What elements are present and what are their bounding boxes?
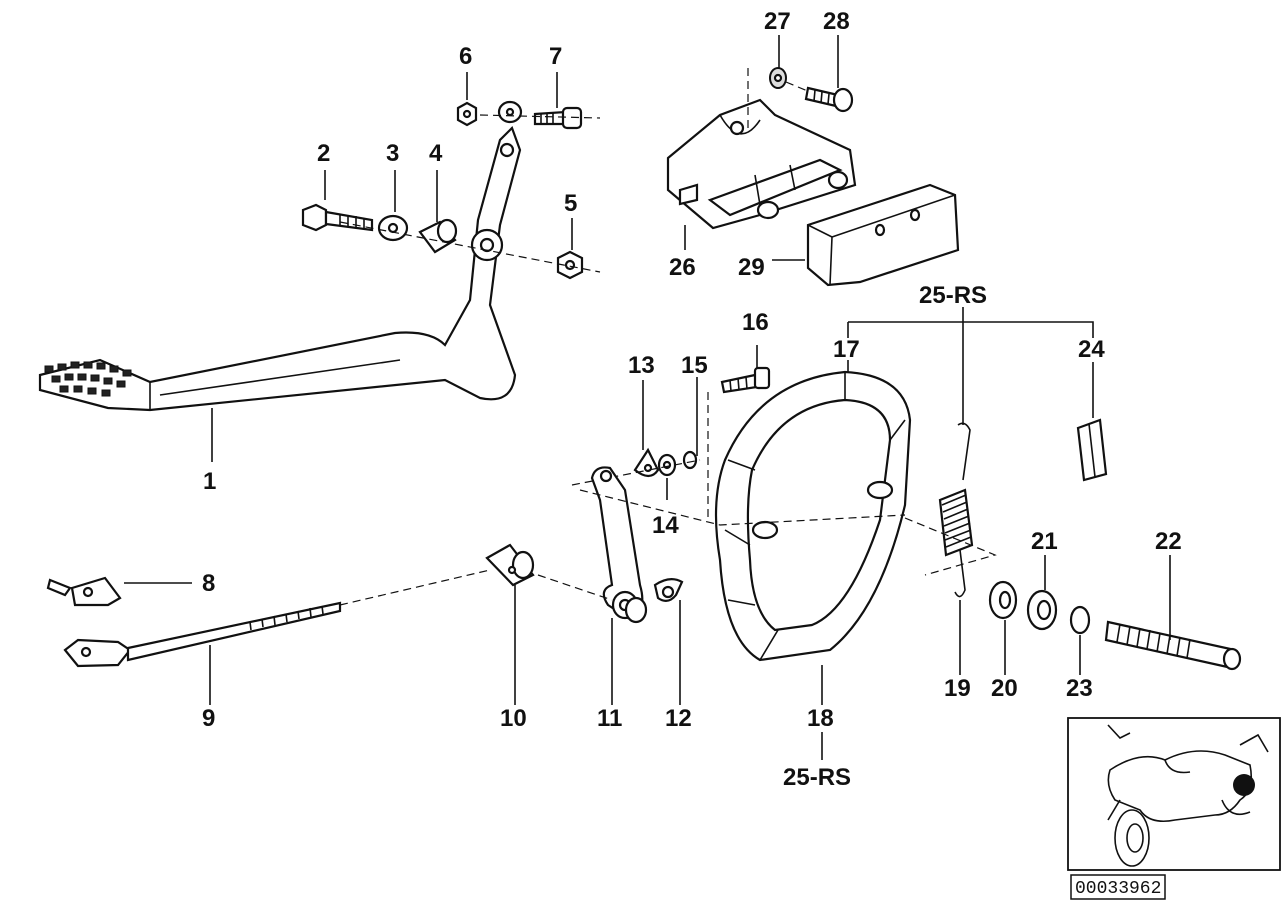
- callout-27: 27: [764, 8, 791, 35]
- callout-25-bottom: 25-RS: [783, 764, 851, 791]
- spring-part-19: [938, 422, 974, 598]
- callout-11: 11: [597, 705, 622, 732]
- nut-part-5: [556, 250, 584, 280]
- bushing-part-4: [418, 218, 458, 254]
- circlip-part-23: [1069, 605, 1091, 635]
- adjuster-nut-part-10: [485, 543, 535, 587]
- callout-15: 15: [681, 352, 708, 379]
- callout-2: 2: [317, 140, 330, 167]
- callout-26: 26: [669, 254, 696, 281]
- callout-29: 29: [738, 254, 765, 281]
- bracket-part-26: [666, 98, 857, 230]
- callout-6: 6: [459, 43, 472, 70]
- callout-24: 24: [1078, 336, 1105, 363]
- brake-shoe-part-18: [714, 370, 912, 662]
- callout-7: 7: [549, 43, 562, 70]
- bearing-pin-part-22: [1104, 620, 1242, 671]
- callout-8: 8: [202, 570, 215, 597]
- location-dot: [1233, 774, 1255, 796]
- callout-22: 22: [1155, 528, 1182, 555]
- reference-number-box: 00033962: [1070, 874, 1166, 900]
- callout-3: 3: [386, 140, 399, 167]
- callout-4: 4: [429, 140, 443, 167]
- callout-17: 17: [833, 336, 860, 363]
- callout-13: 13: [628, 352, 655, 379]
- bolt-part-2: [301, 203, 374, 232]
- lock-washer-part-27: [769, 67, 787, 89]
- callout-1: 1: [203, 468, 216, 495]
- callout-12: 12: [665, 705, 692, 732]
- callout-19: 19: [944, 675, 971, 702]
- reference-number: 00033962: [1075, 879, 1161, 899]
- callout-14: 14: [652, 512, 679, 539]
- sleeve-part-24: [1076, 418, 1108, 482]
- washer-part-15: [682, 450, 698, 470]
- bolt-part-7: [533, 106, 583, 130]
- callout-28: 28: [823, 8, 850, 35]
- motorcycle-location-inset: [1067, 717, 1281, 871]
- callout-16: 16: [742, 309, 769, 336]
- callout-21: 21: [1031, 528, 1058, 555]
- wing-nut-part-12: [653, 578, 684, 602]
- brake-rod-part-9: [63, 601, 342, 668]
- leader-lines: [209, 35, 1171, 760]
- callout-9: 9: [202, 705, 215, 732]
- callout-10: 10: [500, 705, 527, 732]
- callout-labels: 1 2 3 4 5 6 7 8 9 10 11 12 13 14 15 16 1…: [202, 8, 1182, 791]
- pad-part-29: [806, 183, 960, 287]
- brake-lever-part-11: [590, 466, 648, 624]
- screw-part-28: [804, 86, 854, 113]
- link-plate: [497, 100, 523, 124]
- bolt-part-16: [720, 366, 771, 394]
- callout-18: 18: [807, 705, 834, 732]
- pedal-tread: [44, 361, 132, 397]
- callout-25-top: 25-RS: [919, 282, 987, 309]
- callout-20: 20: [991, 675, 1018, 702]
- callout-23: 23: [1066, 675, 1093, 702]
- clevis-part-8: [46, 576, 122, 607]
- nut-part-6: [456, 101, 478, 127]
- callout-5: 5: [564, 190, 577, 217]
- brake-pedal-part: [38, 126, 522, 412]
